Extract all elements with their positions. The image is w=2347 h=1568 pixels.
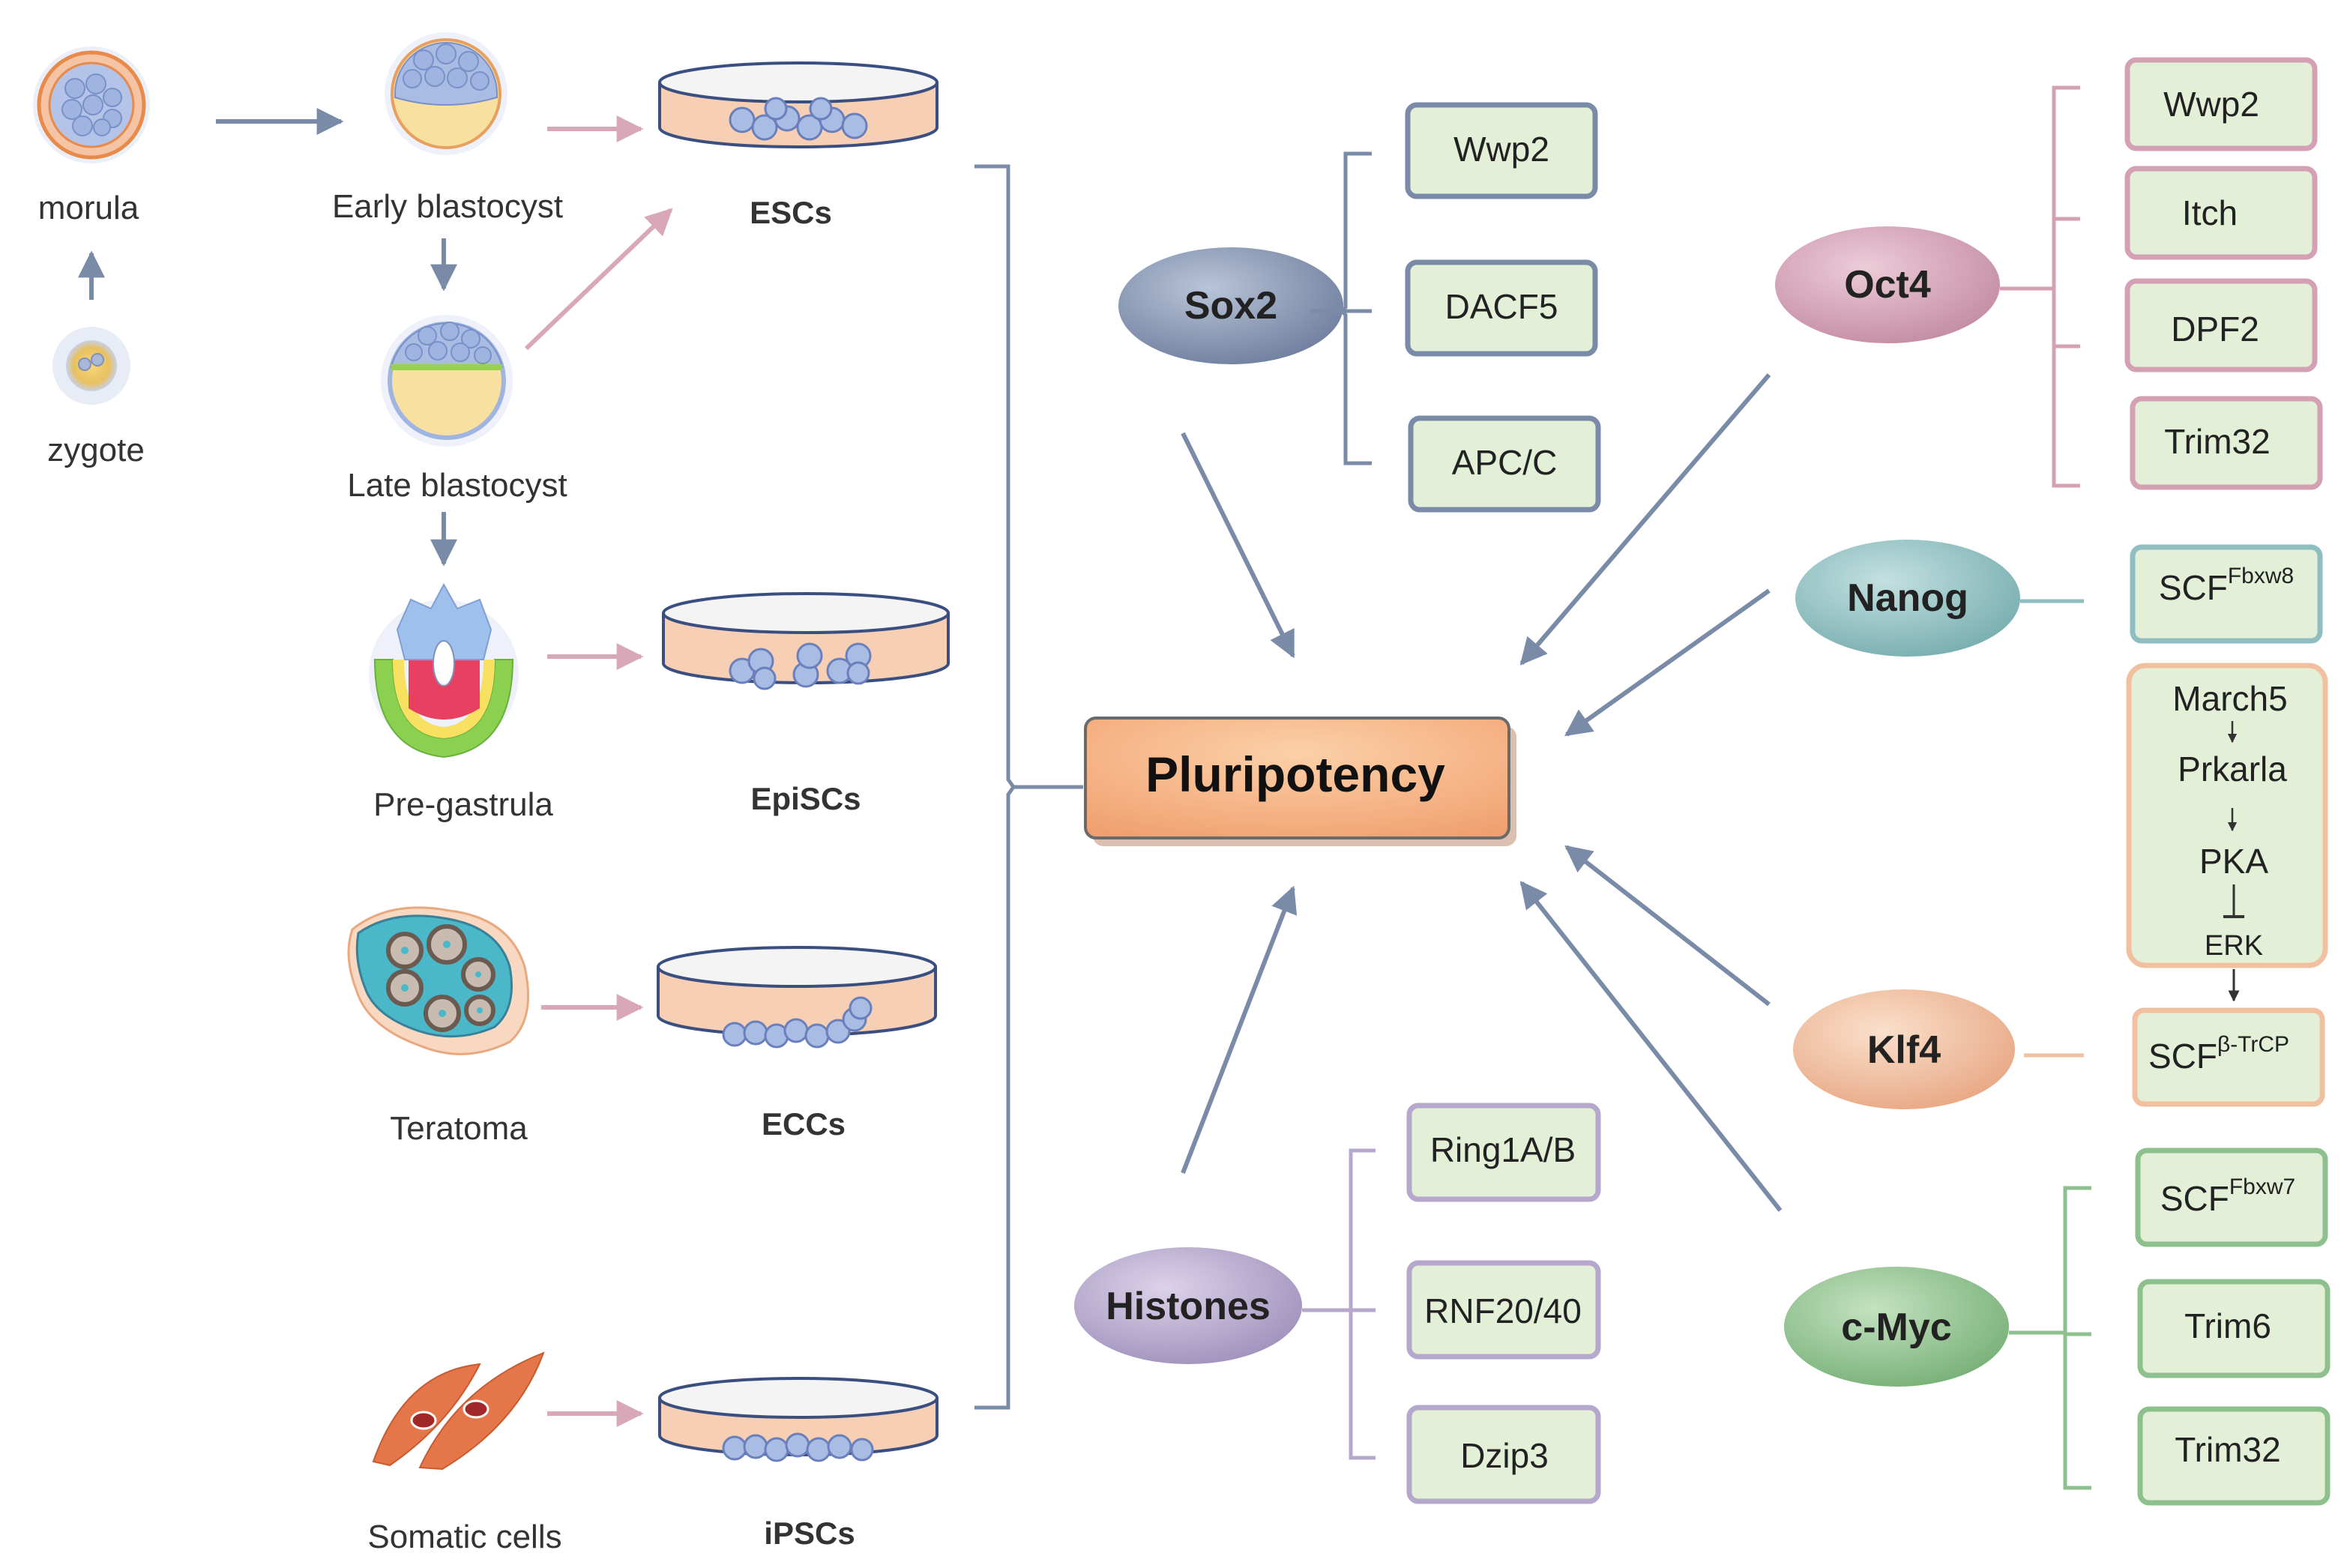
nanog-arrow: [1564, 588, 1771, 737]
episcs-dish-icon: [662, 592, 950, 690]
sox2-label: Sox2: [1184, 284, 1277, 328]
histones-label: Histones: [1106, 1285, 1271, 1328]
sox2-target-label: APC/C: [1452, 443, 1558, 482]
cmyc-label: c-Myc: [1841, 1306, 1951, 1349]
cmyc-arrow: [1519, 881, 1783, 1212]
sox2-target-box: [1405, 259, 1598, 357]
histones-node: [1074, 1247, 1302, 1364]
histones-target-box: [1406, 1260, 1601, 1360]
nanog-target-box: [2130, 544, 2323, 644]
cmyc-target-box: [2137, 1406, 2331, 1506]
pre-gastrula-icon: [369, 582, 519, 759]
cmyc-target-label: Trim6: [2184, 1306, 2271, 1345]
early-blastocyst-icon: [385, 32, 507, 155]
oct4-target-label: Trim32: [2164, 422, 2270, 461]
oct4-bracket: [2000, 85, 2080, 488]
oct4-target-box: [2124, 166, 2318, 260]
zygote-label: zygote: [47, 432, 145, 468]
late-blastocyst-to-escs-arrow: [524, 208, 673, 351]
klf4-target-sup: β-TrCP: [2217, 1032, 2289, 1057]
histones-target-box: [1406, 1405, 1601, 1504]
nanog-target-sup: Fbxw8: [2228, 564, 2294, 588]
cmyc-bracket: [2009, 1186, 2091, 1490]
nanog-node: [1795, 540, 2020, 657]
cmyc-target-box: [2137, 1279, 2331, 1378]
sox2-target-label: DACF5: [1445, 287, 1558, 326]
klf4-cascade-box: [2126, 663, 2328, 968]
cascade-step-label: March5: [2172, 679, 2287, 718]
pluripotency-label: Pluripotency: [1145, 747, 1445, 802]
oct4-target-label: DPF2: [2171, 310, 2259, 349]
late-blastocyst-label: Late blastocyst: [347, 467, 567, 504]
morula-label: morula: [38, 190, 139, 226]
ipscs-dish-icon: [658, 1377, 939, 1462]
klf4-node: [1793, 989, 2015, 1109]
sox2-target-label: Wwp2: [1453, 130, 1549, 169]
somatic-cells-icon: [372, 1351, 545, 1471]
cascade-step-label: ERK: [2205, 930, 2263, 962]
morula-icon: [33, 46, 150, 163]
oct4-label: Oct4: [1844, 263, 1931, 307]
zygote-icon: [52, 327, 130, 405]
episcs-label: EpiSCs: [750, 781, 861, 816]
cmyc-target-sup: Fbxw7: [2229, 1175, 2295, 1199]
oct4-target-box: [2124, 278, 2318, 373]
klf4-target-box: [2132, 1007, 2325, 1107]
cmyc-target-base: SCF: [2160, 1179, 2229, 1218]
sox2-target-box: [1405, 102, 1598, 199]
histones-arrow: [1181, 885, 1298, 1175]
cmyc-target-box: [2135, 1148, 2328, 1247]
oct4-target-label: Itch: [2182, 193, 2238, 232]
early-blastocyst-label: Early blastocyst: [332, 188, 563, 225]
histones-target-label: Dzip3: [1460, 1436, 1549, 1475]
cascade-step-label: PKA: [2199, 842, 2268, 881]
oct4-target-label: Wwp2: [2163, 85, 2259, 124]
cmyc-node: [1784, 1267, 2009, 1387]
histones-target-label: Ring1A/B: [1430, 1130, 1576, 1169]
klf4-arrow: [1564, 845, 1771, 1007]
sox2-target-box: [1408, 415, 1601, 513]
escs-label: ESCs: [750, 195, 832, 230]
culture-bracket: [974, 164, 1016, 1410]
teratoma-label: Teratoma: [390, 1110, 528, 1147]
sox2-arrow: [1181, 432, 1295, 659]
late-blastocyst-icon: [381, 315, 513, 447]
somatic-cells-label: Somatic cells: [367, 1519, 561, 1555]
ipscs-label: iPSCs: [764, 1516, 855, 1551]
nanog-target-base: SCF: [2159, 568, 2228, 607]
eccs-dish-icon: [657, 946, 937, 1049]
oct4-node: [1775, 226, 2000, 343]
pre-gastrula-label: Pre-gastrula: [373, 786, 553, 823]
cmyc-target-label: Trim32: [2175, 1430, 2280, 1469]
histones-target-box: [1406, 1103, 1601, 1202]
klf4-target-base: SCF: [2148, 1037, 2217, 1076]
histones-bracket: [1302, 1148, 1376, 1460]
escs-dish-icon: [658, 61, 939, 148]
cmyc-target-label: SCFFbxw7: [2160, 1175, 2295, 1218]
oct4-target-box: [2124, 57, 2318, 151]
eccs-label: ECCs: [762, 1106, 846, 1142]
klf4-label: Klf4: [1867, 1028, 1941, 1072]
pluripotency-box: [1084, 717, 1516, 846]
oct4-arrow: [1519, 373, 1771, 666]
nanog-target-label: SCFFbxw8: [2159, 564, 2294, 607]
oct4-target-box: [2130, 396, 2323, 490]
klf4-target-label: SCFβ-TrCP: [2148, 1032, 2289, 1076]
teratoma-icon: [347, 906, 529, 1055]
nanog-label: Nanog: [1847, 576, 1968, 620]
histones-target-label: RNF20/40: [1424, 1291, 1582, 1330]
cascade-step-label: Prkarla: [2178, 750, 2287, 788]
sox2-node: [1118, 247, 1343, 364]
sox2-bracket: [1310, 151, 1372, 465]
